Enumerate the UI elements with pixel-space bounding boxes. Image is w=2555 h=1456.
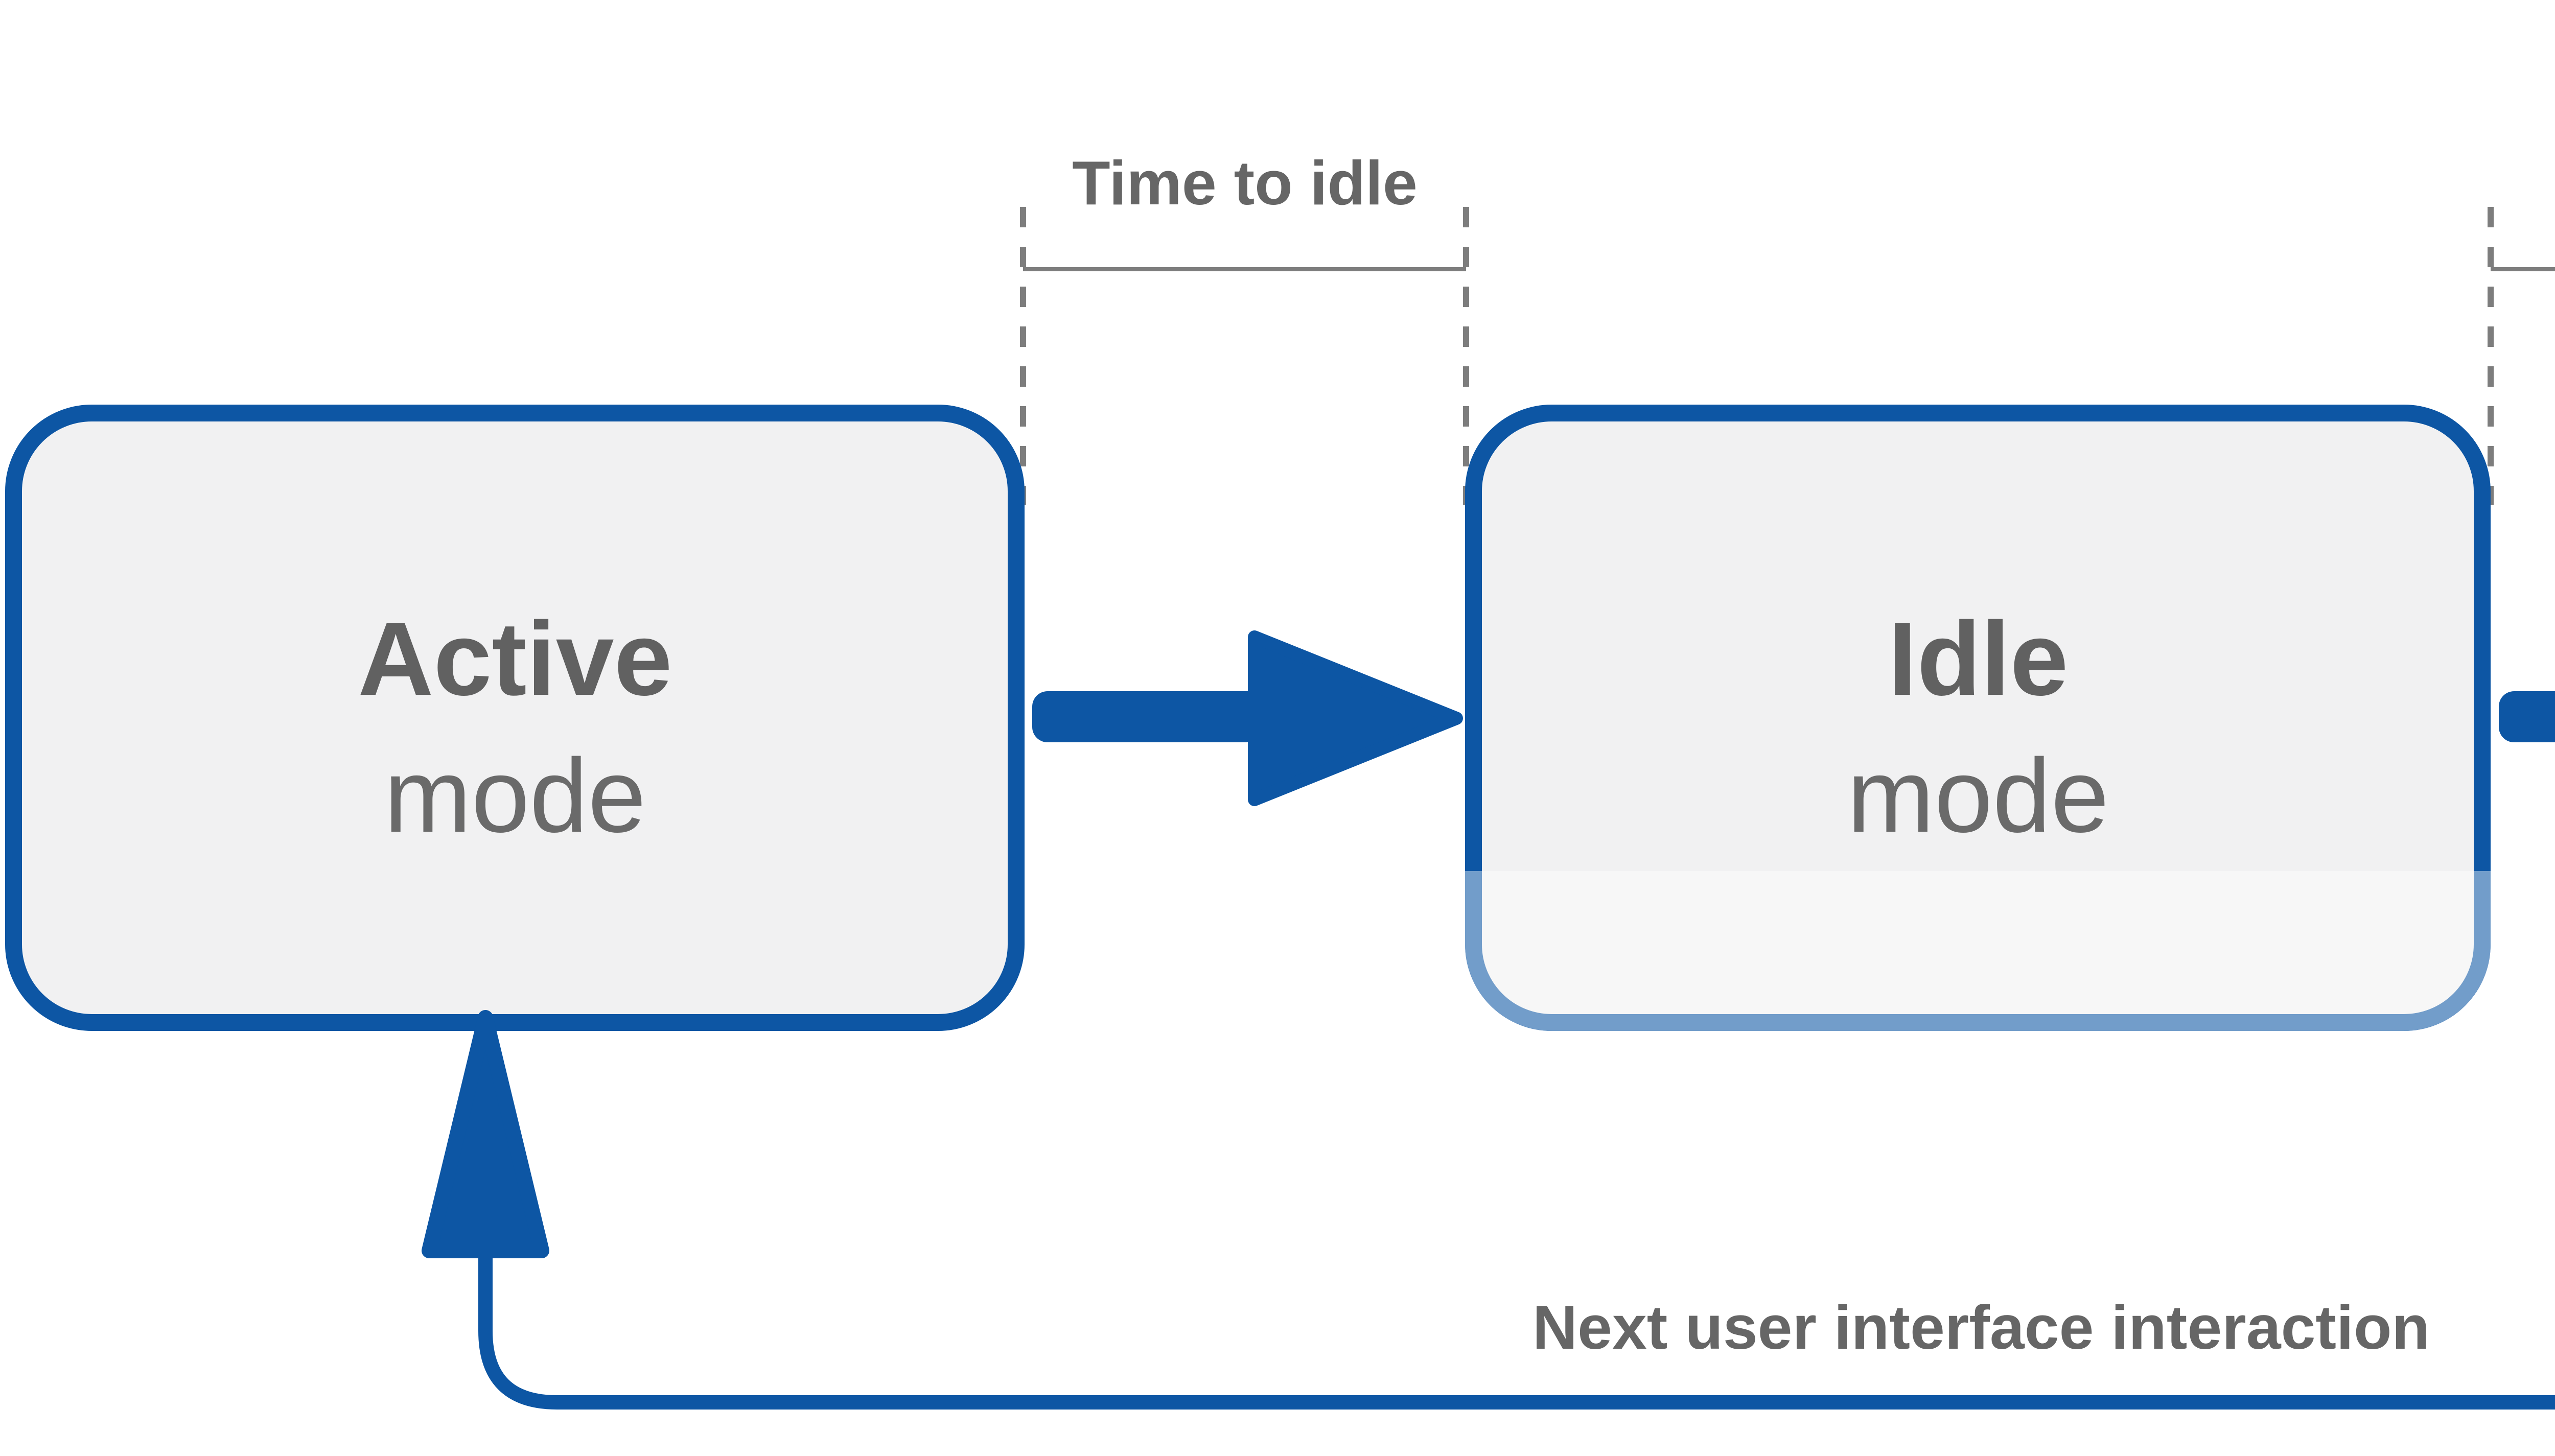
return-transition (422, 1010, 2555, 1410)
box-title: Idle (1888, 600, 2068, 717)
state-box-idle (1465, 405, 2491, 1031)
box-subtitle: mode (384, 737, 646, 854)
return-label: Next user interface interaction (1532, 1293, 2430, 1362)
idle-box-shape (1465, 405, 2491, 1031)
return-arrowhead-icon (422, 1010, 549, 1258)
arrow-idle-to-standby (2499, 691, 2555, 742)
state-box-active (5, 405, 1025, 1031)
active-box-shape (5, 405, 1025, 1031)
arrow-active-to-idle (1032, 630, 1463, 806)
arrow-shaft (1032, 691, 1267, 742)
time-to-idle-label: Time to idle (1072, 148, 1418, 218)
return-path (478, 1252, 2555, 1410)
box-subtitle: mode (1847, 737, 2109, 854)
idle-box-label: Idle mode (1847, 600, 2109, 854)
time-to-standby-dimension: Time to standby (2488, 207, 2555, 505)
active-box-label: Active mode (358, 600, 672, 854)
time-to-idle-dimension: Time to idle (1020, 148, 1469, 505)
arrow-head-icon (1248, 630, 1463, 806)
arrow-shaft (2499, 691, 2555, 742)
box-title: Active (358, 600, 672, 717)
idle-box-bottom-highlight (1465, 871, 2491, 1031)
